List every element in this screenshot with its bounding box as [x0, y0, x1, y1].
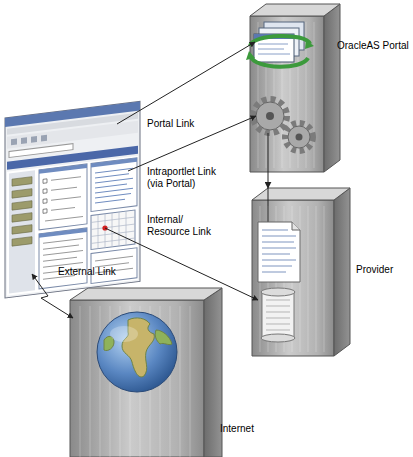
flow-line — [268, 188, 269, 222]
link-label: Intraportlet Link (via Portal) — [147, 166, 233, 190]
internet-server — [70, 288, 222, 457]
server-top — [250, 4, 340, 16]
portlet-lines — [45, 176, 83, 221]
flow-line — [268, 133, 269, 172]
refresh-arrow — [250, 56, 308, 67]
portlet — [39, 164, 87, 230]
link-label: Internal/ Resource Link — [147, 214, 219, 238]
scroll-icon — [262, 292, 294, 338]
server-top — [252, 188, 350, 200]
nav-buttons — [12, 177, 32, 246]
portlet — [91, 158, 137, 212]
window-lines — [258, 44, 290, 54]
link-label: Portal Link — [147, 118, 194, 130]
globe — [97, 312, 177, 392]
server-label: Provider — [356, 264, 393, 276]
gear-hole — [266, 112, 274, 120]
calendar-portlet — [91, 210, 135, 249]
leader-line — [105, 228, 258, 300]
gear-teeth — [285, 123, 313, 151]
globe-highlight — [110, 326, 138, 342]
scroll-curl — [261, 334, 295, 342]
server-label: Internet — [220, 423, 254, 435]
portlet — [91, 248, 137, 284]
server-front — [70, 300, 204, 457]
portlet — [39, 228, 87, 289]
server-label: OracleAS Portal — [337, 40, 409, 52]
gear — [288, 126, 310, 148]
gear-teeth — [253, 99, 287, 133]
scroll-lines — [266, 300, 290, 330]
portlet-header — [39, 164, 87, 174]
browser-window — [5, 101, 140, 298]
server-front — [252, 200, 334, 356]
server-node: OracleAS Portal — [250, 4, 340, 172]
portal-server — [246, 4, 340, 172]
leader-line — [117, 42, 255, 124]
page-lines — [262, 230, 296, 272]
page-icon — [258, 222, 300, 282]
refresh-arrow-head — [246, 51, 255, 60]
leader-line — [32, 274, 73, 318]
refresh-arrow — [250, 36, 310, 46]
gear-hole — [296, 134, 303, 141]
refresh-arrow-head — [305, 40, 314, 49]
server-side — [324, 4, 340, 172]
server-grille — [258, 22, 314, 168]
browser-frame — [5, 101, 140, 298]
portlet-header — [91, 158, 137, 168]
calendar-grid — [91, 210, 135, 249]
server-top — [70, 288, 222, 300]
leader-line — [128, 116, 256, 171]
nav-column — [9, 170, 35, 293]
toolbar-icons — [11, 135, 47, 145]
scroll-curl — [261, 288, 295, 296]
globe-continent — [155, 330, 172, 345]
server-node: Internet — [70, 288, 222, 457]
server-front — [250, 16, 324, 172]
server-node: Provider — [252, 188, 350, 356]
page-content — [7, 156, 138, 296]
page-fold — [292, 222, 300, 230]
portlet-header — [39, 228, 87, 238]
provider-server — [252, 188, 350, 356]
flow-arrow — [268, 172, 269, 188]
portlet-lines — [95, 168, 133, 203]
server-side — [204, 288, 222, 457]
portlet-checkboxes — [43, 179, 47, 213]
server-grille — [80, 306, 190, 457]
link-label: External Link — [58, 266, 116, 278]
server-side — [334, 188, 350, 356]
gear — [256, 102, 284, 130]
